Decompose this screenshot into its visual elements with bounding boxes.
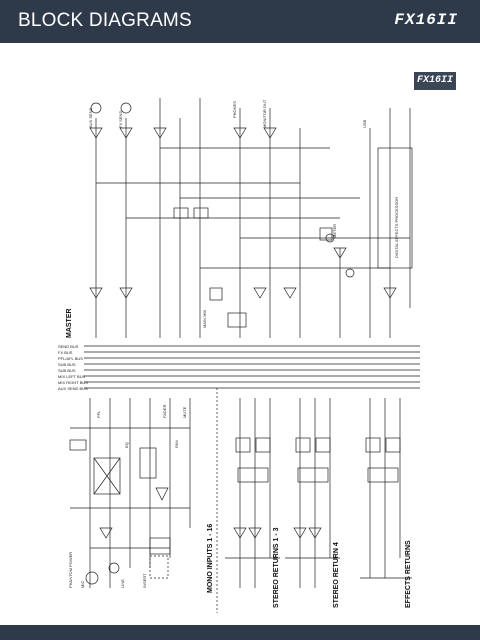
fader-label: FADER <box>162 405 167 418</box>
section-label-stereo-returns-1-3: STEREO RETURNS 1 - 3 <box>273 527 280 608</box>
mic-input-label: MIC <box>80 581 85 588</box>
section-label-effects-returns: EFFECTS RETURNS <box>405 540 412 608</box>
product-badge: FX16II <box>414 72 456 90</box>
insert-label: INSERT <box>142 573 147 588</box>
phantom-power-label: PHANTOM POWER <box>68 552 73 588</box>
mute-label: MUTE <box>182 406 187 418</box>
bus-label: PFL/AFL BUS <box>58 356 83 361</box>
bus-label: AUX SEND BUS <box>58 386 88 391</box>
brand-logo: FX16II <box>394 11 458 29</box>
header-bar: BLOCK DIAGRAMS FX16II <box>0 0 480 43</box>
footer-bar <box>0 625 480 640</box>
page-title: BLOCK DIAGRAMS <box>18 10 192 31</box>
bus-label: MIX LEFT BUS <box>58 374 86 379</box>
bus-label: SUB BUS <box>58 362 76 367</box>
pan-label: PAN <box>174 440 179 448</box>
line-input-label: LINE <box>120 579 125 588</box>
aux-send-label: AUX SEND <box>88 107 93 128</box>
section-label-stereo-return-4: STEREO RETURN 4 <box>333 542 340 608</box>
fx-send-label: FX SEND <box>118 111 123 128</box>
pfl-label: PFL <box>96 410 101 418</box>
bus-label: FX BUS <box>58 350 73 355</box>
main-mix-label: MAIN MIX <box>202 309 207 328</box>
usb-label: USB <box>362 119 367 128</box>
effects-processor-label: DIGITAL EFFECTS PROCESSOR <box>394 197 399 258</box>
section-label-master: MASTER <box>66 308 73 338</box>
monitor-out-label: MONITOR OUT <box>262 99 267 128</box>
eq-label: EQ <box>124 442 129 448</box>
block-diagram: MASTER MONO INPUTS 1 - 16 STEREO RETURNS… <box>0 88 480 623</box>
bus-label: MIX RIGHT BUS <box>58 380 88 385</box>
block-diagram-svg: MASTER MONO INPUTS 1 - 16 STEREO RETURNS… <box>58 98 420 613</box>
headphones-label: PHONES <box>232 101 237 118</box>
bus-label: SEND BUS <box>58 344 79 349</box>
bus-label: SUB BUS <box>58 368 76 373</box>
section-label-mono-inputs: MONO INPUTS 1 - 16 <box>207 524 214 593</box>
meter-label: METER <box>332 224 337 238</box>
